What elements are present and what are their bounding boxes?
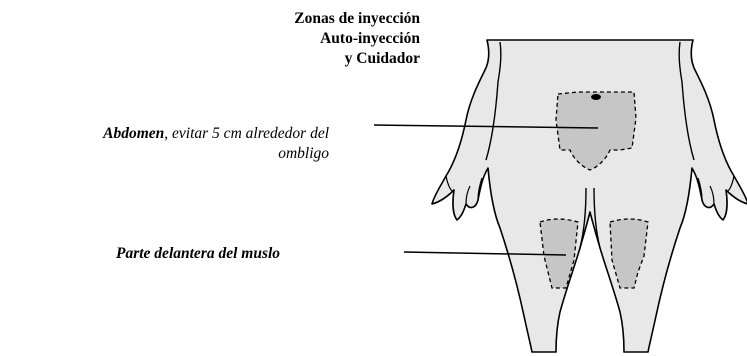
leg-separator-left: [579, 187, 587, 249]
right-arm-line: [678, 41, 695, 161]
navel-icon: [591, 94, 601, 100]
right-hand: [697, 175, 735, 205]
abdomen-label-bold: Abdomen: [103, 125, 165, 142]
diagram-title: Zonas de inyección Auto-inyección y Cuid…: [294, 9, 420, 69]
abdomen-label-text: , evitar 5 cm alrededor del: [164, 125, 329, 142]
title-line-3: y Cuidador: [344, 50, 420, 67]
right-thigh-injection-zone: [609, 218, 649, 289]
leg-separator-right: [593, 187, 601, 249]
thigh-label: Parte delantera del muslo: [116, 245, 281, 262]
title-line-1: Zonas de inyección: [294, 10, 420, 27]
left-thigh-injection-zone: [539, 218, 579, 289]
abdomen-label: Abdomen, evitar 5 cm alrededor del ombli…: [0, 124, 329, 164]
abdomen-leader-line: [373, 124, 599, 129]
body-silhouette: [431, 39, 747, 353]
abdomen-label-line2: ombligo: [278, 145, 329, 162]
left-arm-line: [485, 41, 502, 161]
left-hand: [445, 175, 483, 205]
title-line-2: Auto-inyección: [320, 30, 420, 47]
abdomen-injection-zone: [555, 91, 637, 171]
thigh-leader-line: [403, 251, 567, 256]
